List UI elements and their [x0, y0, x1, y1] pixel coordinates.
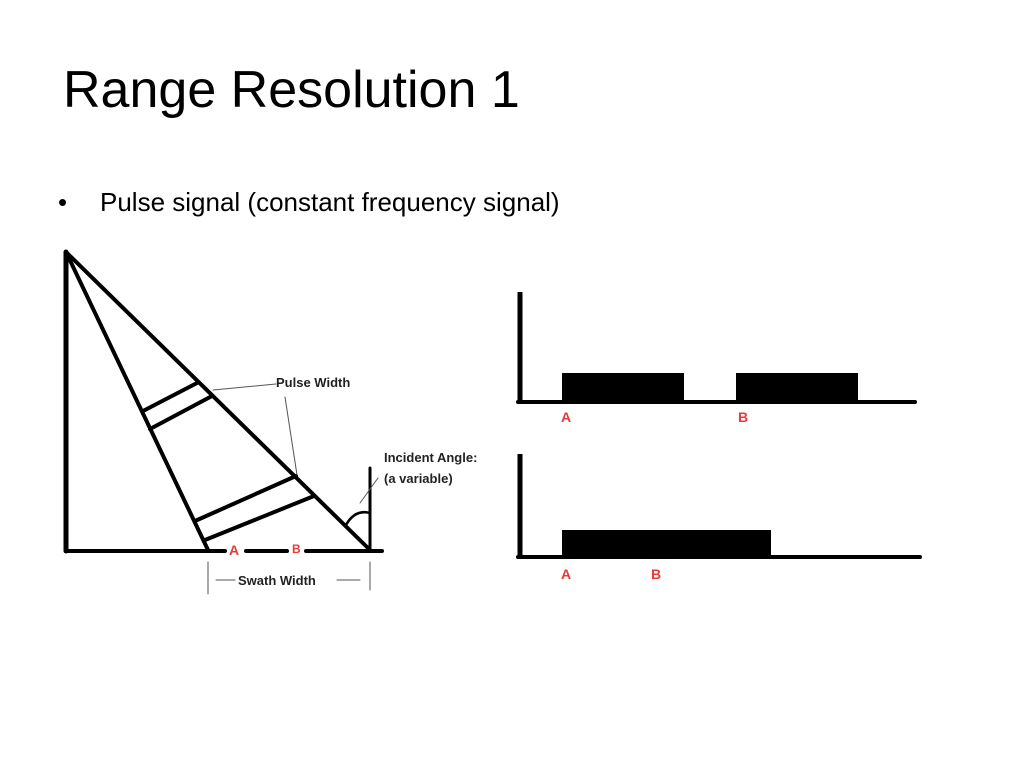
plot-bottom-merged-pulse: [562, 530, 771, 559]
pulse-lower-back: [203, 494, 316, 542]
plot-bottom-label-a: A: [561, 566, 571, 582]
pulse-width-label: Pulse Width: [276, 375, 350, 390]
beam-far-edge: [64, 250, 372, 552]
incident-angle-label-line1: Incident Angle:: [384, 450, 477, 465]
slide-title: Range Resolution 1: [63, 61, 520, 119]
plot-top-pulse-b: [736, 373, 858, 404]
pulse-width-leader-2: [284, 396, 298, 476]
bullet-item: • Pulse signal (constant frequency signal…: [58, 186, 560, 218]
bullet-glyph: •: [58, 187, 68, 217]
geometry-diagram: [63, 249, 384, 595]
pulse-upper-back: [148, 394, 214, 431]
signal-plot-unresolved: [516, 454, 922, 559]
plot-bottom-label-b: B: [651, 566, 661, 582]
plot-top-label-b: B: [738, 409, 748, 425]
incident-angle-leader: [359, 477, 379, 504]
bullet-text: Pulse signal (constant frequency signal): [100, 187, 560, 217]
incident-angle-label-line2: (a variable): [384, 471, 453, 486]
beam-near-edge: [64, 250, 210, 552]
pulse-lower-front: [193, 474, 298, 523]
incident-angle-arc: [344, 511, 372, 527]
pulse-upper-front: [141, 381, 199, 413]
swath-width-label: Swath Width: [238, 573, 316, 588]
plot-top-pulse-a: [562, 373, 684, 404]
ground-point-b-label: B: [292, 542, 301, 556]
signal-plot-resolved: [516, 292, 917, 404]
plot-top-label-a: A: [561, 409, 571, 425]
ground-point-a-label: A: [229, 542, 239, 558]
pulse-width-leader-1: [212, 383, 277, 391]
